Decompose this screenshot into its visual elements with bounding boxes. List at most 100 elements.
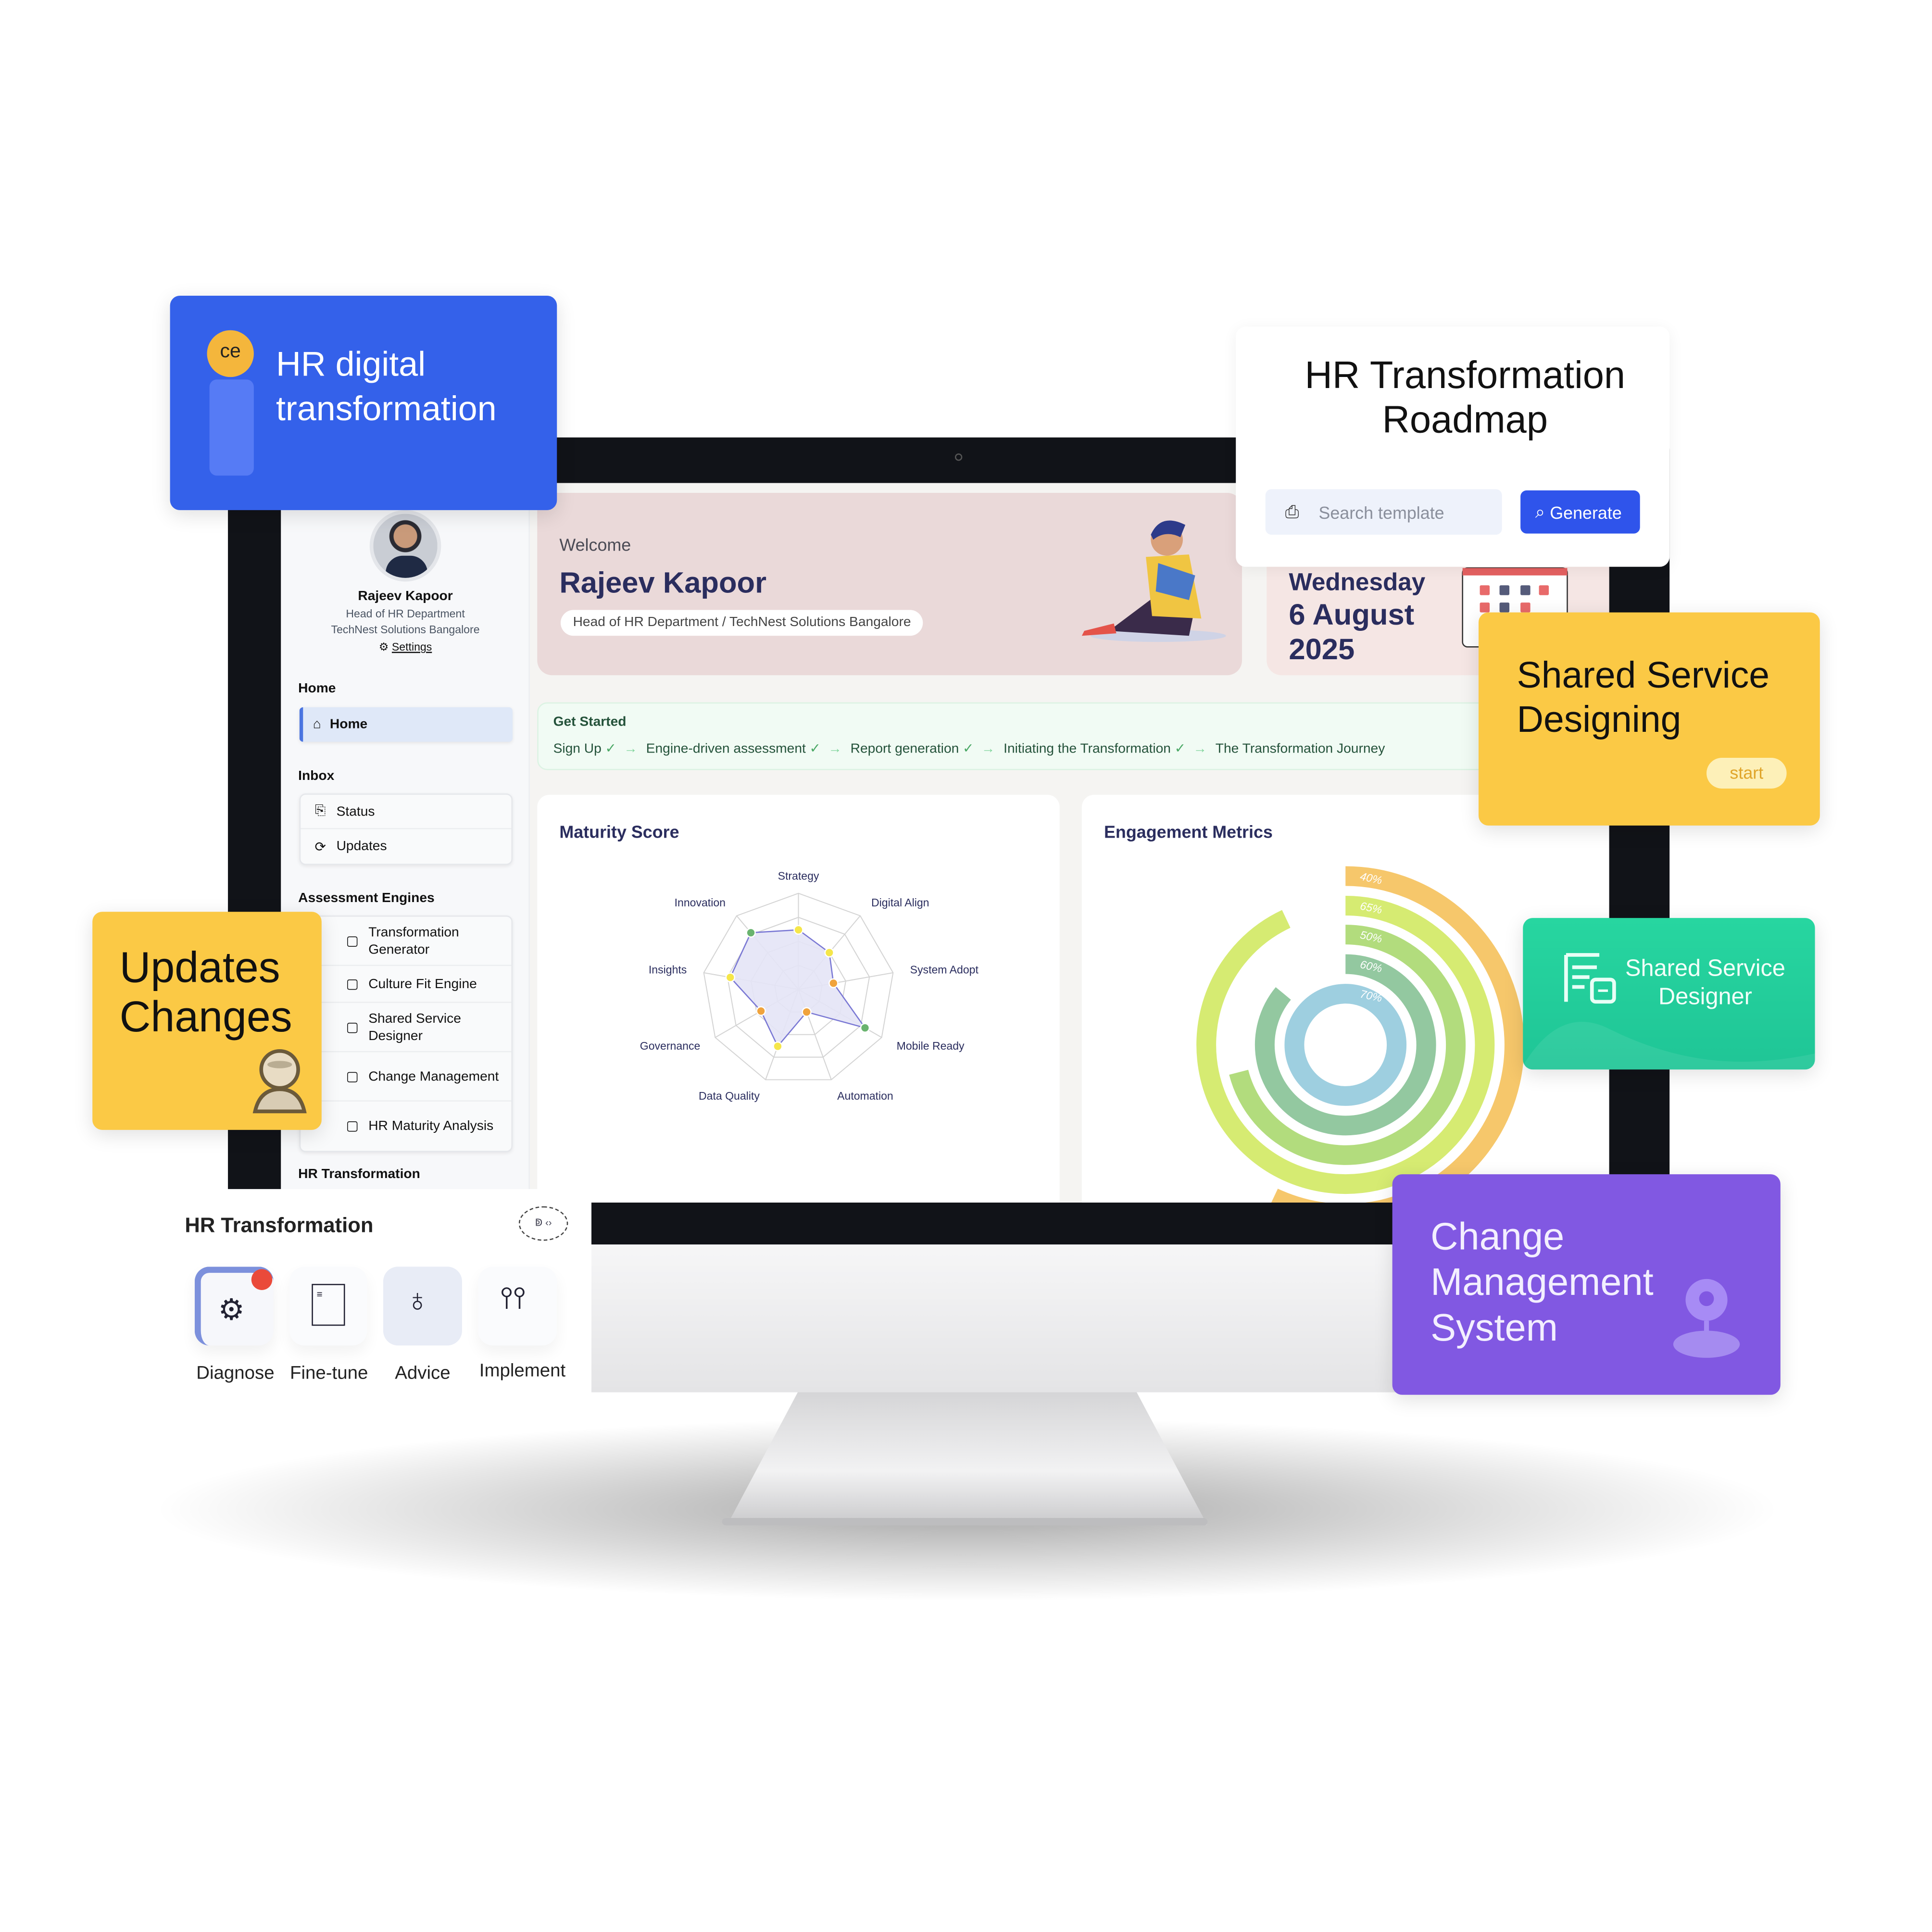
maturity-score-title: Maturity Score: [559, 822, 679, 842]
tile-implement[interactable]: ⫯⫯: [478, 1267, 557, 1346]
radar-axis-label: Digital Align: [871, 896, 929, 909]
step-journey[interactable]: The Transformation Journey: [1215, 741, 1385, 756]
check-circle-icon: ✓: [809, 741, 821, 757]
hr-digital-title: HR digital transformation: [276, 342, 497, 431]
monitor-stand-base: [722, 1518, 1208, 1526]
engine-icon: ▢: [346, 976, 359, 991]
title-line: System: [1430, 1306, 1558, 1349]
shared-service-designing-card[interactable]: Shared Service Designing start: [1479, 612, 1820, 826]
home-icon: ⌂: [313, 717, 321, 732]
template-icon: ⎙: [1285, 501, 1299, 521]
radar-data-point: [860, 1023, 870, 1033]
status-icon: ⎘: [314, 803, 326, 818]
sidebar-item-engine[interactable]: ▢ Shared Service Designer: [301, 1003, 512, 1053]
date-weekday: Wednesday: [1289, 569, 1426, 597]
hr-digital-transformation-badge[interactable]: ce HR digital transformation: [170, 296, 557, 510]
tile-advice[interactable]: ♁: [383, 1267, 462, 1346]
camera-icon: [954, 453, 963, 461]
radial-bar: [1196, 895, 1495, 1194]
title-line: Updates: [119, 943, 280, 992]
radar-data-point: [756, 1006, 766, 1016]
radar-axis-label: Data Quality: [699, 1090, 760, 1102]
change-management-card[interactable]: Change Management System: [1392, 1174, 1781, 1395]
sidebar-item-updates[interactable]: ⟳Updates: [301, 829, 511, 864]
date-year: 2025: [1289, 633, 1355, 667]
generate-label: Generate: [1550, 502, 1622, 522]
updates-changes-card[interactable]: Updates Changes: [92, 912, 322, 1130]
date-day-month: 6 August: [1289, 599, 1415, 632]
title-line: Roadmap: [1382, 398, 1548, 441]
updates-changes-title: Updates Changes: [120, 944, 292, 1042]
sidebar-item-label: Home: [329, 717, 368, 732]
hr-transformation-panel-title: HR Transformation: [185, 1214, 374, 1237]
title-line: transformation: [276, 389, 497, 428]
sidebar-item-engine[interactable]: ▢Culture Fit Engine: [301, 966, 512, 1003]
profile-company: TechNest Solutions Bangalore: [331, 623, 480, 636]
get-started-bar: Get Started Sign Up✓→ Engine-driven asse…: [537, 702, 1609, 770]
title-line: Change: [1430, 1215, 1565, 1258]
logo-text: ce: [220, 341, 241, 363]
engagement-metrics-card: Engagement Metrics 40%65%50%60%70%: [1081, 794, 1609, 1203]
engine-icon: ▢: [346, 1019, 359, 1035]
engine-icon: ▢: [346, 1068, 359, 1084]
radar-data-point: [773, 1041, 783, 1052]
tile-fine-tune[interactable]: ≡: [289, 1267, 367, 1346]
arrow-right-icon: →: [624, 741, 638, 756]
arrow-right-icon: →: [981, 741, 995, 756]
check-circle-icon: ✓: [1174, 741, 1186, 757]
gear-icon: ⚙: [378, 640, 392, 653]
section-heading-inbox: Inbox: [298, 769, 335, 784]
sidebar-item-engine[interactable]: ▢Transformation Generator: [301, 917, 512, 966]
shared-service-designing-title: Shared Service Designing: [1517, 654, 1769, 743]
arrow-right-icon: →: [1193, 741, 1207, 756]
sidebar-item-engine[interactable]: ▢ Change Management: [301, 1052, 512, 1102]
step-engine-assessment[interactable]: Engine-driven assessment: [646, 741, 806, 756]
step-initiating[interactable]: Initiating the Transformation: [1004, 741, 1171, 756]
welcome-greeting: Welcome: [559, 535, 631, 555]
title-line: Shared Service: [1625, 956, 1785, 982]
figure-illustration: [209, 379, 254, 476]
settings-label: Settings: [391, 640, 432, 653]
radar-axis-label: Insights: [649, 963, 687, 976]
section-heading-assessment: Assessment Engines: [298, 891, 435, 906]
refresh-icon: ⟳: [314, 840, 326, 855]
search-template-input[interactable]: ⎙Search template: [1265, 489, 1502, 535]
wave-decoration: [1523, 1022, 1815, 1070]
roadmap-title: HR Transformation Roadmap: [1236, 353, 1694, 442]
tile-label-fine-tune: Fine-tune: [289, 1363, 368, 1384]
check-circle-icon: ✓: [962, 741, 974, 757]
sidebar-item-label: Shared Service Designer: [368, 1011, 461, 1043]
title-line: Designing: [1517, 700, 1681, 741]
shared-service-designer-title: Shared Service Designer: [1621, 955, 1789, 1012]
title-line: Changes: [119, 993, 292, 1041]
step-report-generation[interactable]: Report generation: [850, 741, 959, 756]
sidebar-item-status[interactable]: ⎘ Status: [301, 795, 512, 829]
monitor-stand: [727, 1390, 1208, 1526]
sidebar-item-engine[interactable]: ▢HR Maturity Analysis: [301, 1102, 511, 1151]
tile-label-implement: Implement: [479, 1360, 566, 1381]
sidebar-item-label: Status: [336, 804, 375, 819]
sidebar-item-home[interactable]: ⌂ Home: [299, 707, 513, 742]
radar-axis-label: Mobile Ready: [897, 1040, 965, 1052]
tile-diagnose[interactable]: ⚙: [194, 1267, 274, 1346]
radial-bar: [1271, 866, 1524, 1203]
radar-axis-label: Innovation: [675, 896, 726, 909]
settings-link[interactable]: ⚙ Settings: [281, 641, 530, 654]
profile-name: Rajeev Kapoor: [358, 589, 453, 604]
get-started-steps: Sign Up✓→ Engine-driven assessment✓→ Rep…: [553, 740, 1385, 756]
document-icon: [1564, 953, 1616, 1004]
step-sign-up[interactable]: Sign Up: [553, 741, 602, 756]
person-icon: [252, 1049, 307, 1114]
view-toggle-button[interactable]: ↁ ‹›: [518, 1206, 568, 1241]
start-button[interactable]: start: [1706, 757, 1787, 789]
tile-label-diagnose: Diagnose: [196, 1363, 275, 1384]
sidebar-item-label: HR Maturity Analysis: [368, 1118, 494, 1134]
sidebar-item-label: Change Management: [368, 1068, 499, 1084]
title-line: HR Transformation: [1305, 353, 1626, 397]
title-line: Management: [1430, 1260, 1654, 1304]
shared-service-designer-card[interactable]: Shared Service Designer: [1523, 918, 1815, 1070]
generate-button[interactable]: ⌕Generate: [1520, 490, 1640, 534]
welcome-card: Welcome Rajeev Kapoor Head of HR Departm…: [537, 493, 1242, 676]
avatar[interactable]: [369, 510, 441, 582]
